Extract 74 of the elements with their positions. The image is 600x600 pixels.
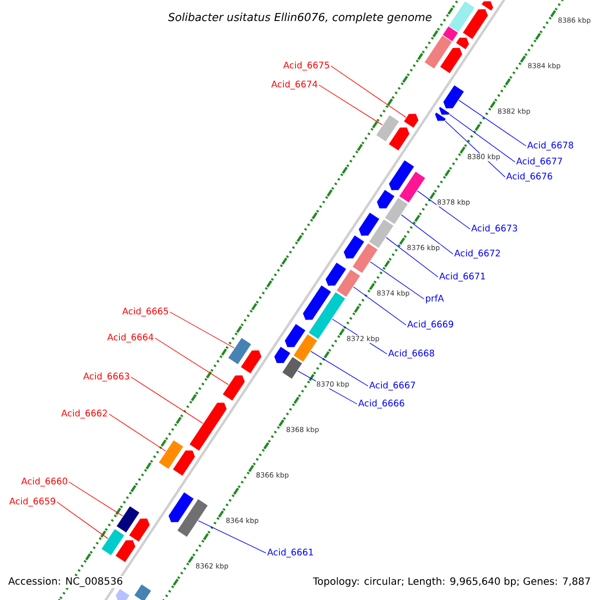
leader-line <box>318 84 383 126</box>
gene-block <box>168 492 194 523</box>
leader-line <box>170 312 235 348</box>
gene-box <box>352 242 378 274</box>
leader-line <box>416 190 470 230</box>
leader-line <box>370 261 424 300</box>
gene-block <box>284 323 306 348</box>
gene-box <box>424 34 453 70</box>
gene-label: Acid_6659 <box>9 498 56 506</box>
gene-label: Acid_6666 <box>358 400 404 408</box>
gene-label: Acid_6678 <box>527 142 574 150</box>
genome-info-text: Topology: circular; Length: 9,965,640 bp; Genes: 7,887 <box>312 576 592 588</box>
gene-block <box>388 160 415 191</box>
gene-box <box>176 498 209 538</box>
gene-block <box>188 402 228 452</box>
gene-label: prfA <box>426 294 444 304</box>
gene-label: Acid_6667 <box>369 382 415 390</box>
gene-block <box>302 284 332 320</box>
leader-line <box>198 520 266 554</box>
title: Solibacter usitatus Ellin6076, complete genome <box>166 11 434 25</box>
leader-line <box>458 100 526 146</box>
gene-block <box>115 588 130 600</box>
gene-box <box>448 0 476 34</box>
leader-line <box>310 350 368 386</box>
gene-block <box>274 346 292 364</box>
gene-block <box>240 350 262 374</box>
leader-line <box>130 376 204 424</box>
accession-text: Accession: NC_008536 <box>7 576 124 588</box>
gene-block <box>324 262 347 286</box>
leader-line <box>108 414 166 452</box>
gene-label: Acid_6672 <box>454 250 500 258</box>
leader-line <box>353 286 406 326</box>
gene-block <box>172 450 196 476</box>
gene-block <box>358 212 380 236</box>
gene-block <box>376 189 396 210</box>
gene-block <box>438 106 450 116</box>
leader-line <box>154 338 229 386</box>
leader-line <box>330 66 406 118</box>
leader-line <box>401 214 454 254</box>
gene-label: Acid_6673 <box>471 224 518 234</box>
gene-box <box>134 584 152 600</box>
gene-block <box>462 8 489 40</box>
gene-block <box>222 374 246 402</box>
gene-block <box>434 112 447 122</box>
leader-line <box>68 482 124 516</box>
gene-block <box>343 234 366 260</box>
leader-line <box>449 114 516 162</box>
gene-label: Acid_6676 <box>506 172 552 182</box>
gene-label: Acid_6677 <box>516 158 562 166</box>
gene-box <box>384 197 409 225</box>
gene-label: Acid_6671 <box>439 272 485 282</box>
gene-label: Acid_6661 <box>267 548 313 558</box>
gene-box <box>228 337 252 366</box>
gene-label: Acid_6662 <box>61 410 107 418</box>
gene-block <box>388 126 410 152</box>
gene-label: Acid_6669 <box>407 320 454 330</box>
leader-line <box>386 237 438 278</box>
gene-block <box>455 36 470 50</box>
gene-label: Acid_6675 <box>283 62 330 70</box>
gene-label: Acid_6663 <box>83 372 130 382</box>
gene-block <box>439 47 463 74</box>
gene-block <box>403 113 420 129</box>
gene-label: Acid_6664 <box>107 334 154 342</box>
gene-label: Acid_6668 <box>388 350 434 358</box>
gene-box <box>442 26 459 42</box>
gene-block <box>128 518 150 542</box>
leader-line <box>56 502 108 539</box>
gene-label: Acid_6674 <box>271 80 318 90</box>
gene-label: Acid_6660 <box>21 478 68 486</box>
gene-block <box>442 84 465 109</box>
gene-box <box>368 218 394 249</box>
gene-label: Acid_6665 <box>122 308 168 316</box>
gene-box <box>375 114 400 142</box>
gene-box <box>336 268 361 298</box>
